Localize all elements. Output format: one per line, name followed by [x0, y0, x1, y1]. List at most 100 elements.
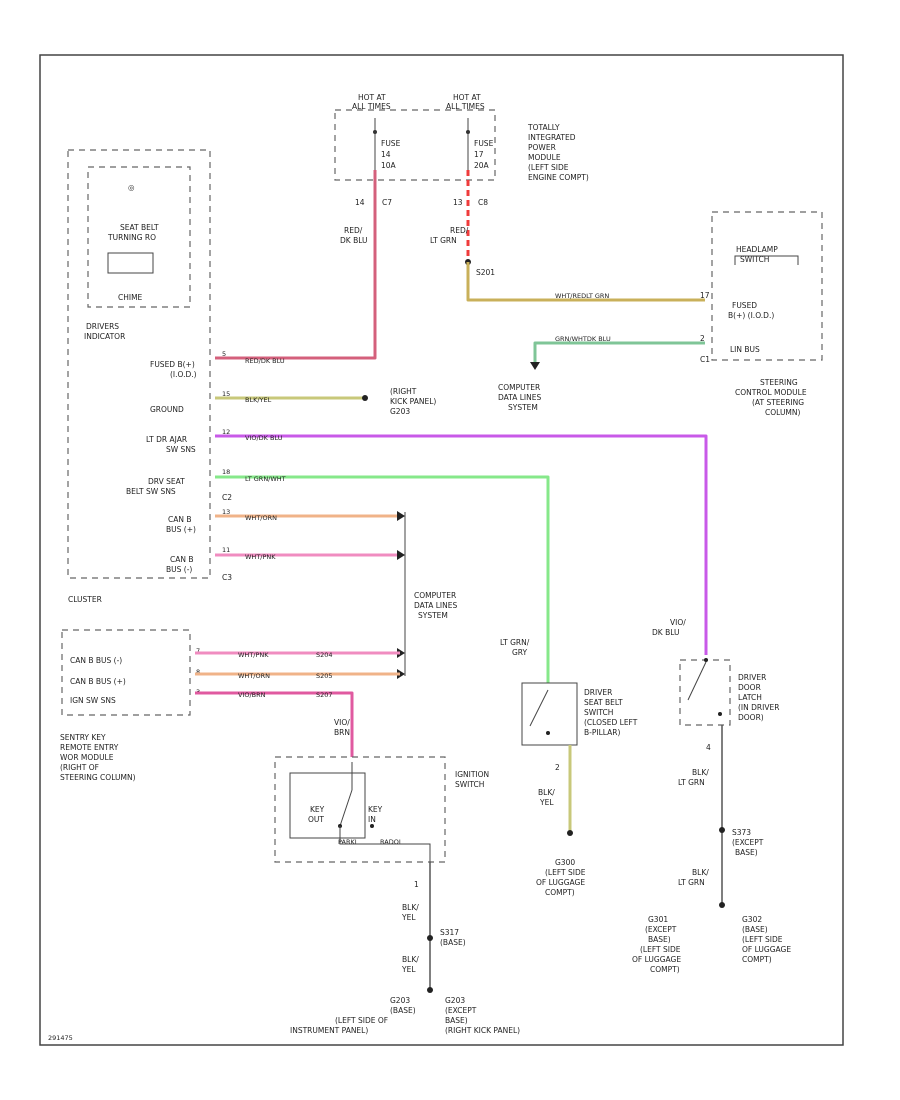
headlamp-bracket [734, 255, 799, 265]
wire-label-wht-pnk: WHT/PNK [245, 553, 276, 561]
seatbelt-switch-box [521, 682, 578, 746]
sentry-pin-3: IGN SW SNS [70, 696, 116, 705]
scm-box [711, 211, 823, 361]
sentry-pin-2: CAN B BUS (+) [70, 677, 126, 686]
door-latch-label: DRIVER DOOR LATCH (IN DRIVER DOOR) [738, 673, 782, 722]
pin-4: 4 [706, 743, 711, 752]
wire-label-blk-yel: BLK/YEL [245, 396, 272, 404]
sentry-pin-1: CAN B BUS (-) [70, 656, 122, 665]
door-latch-node-top [704, 658, 708, 662]
cluster-label: CLUSTER [68, 595, 102, 604]
wire-red-dkblu [215, 170, 377, 360]
wire-label-blk-ltgrn-2: BLK/LT GRN [678, 868, 709, 887]
chime-label: CHIME [118, 293, 143, 302]
splice-s205: S205 [316, 672, 333, 680]
wire-label-vio-dkblu: VIO/DK BLU [245, 434, 283, 442]
wire-label-sentry-brn: VIO/BRN [238, 691, 266, 699]
ignition-key-in-node [370, 824, 374, 828]
wire-grn-whtdkblu [533, 341, 705, 362]
seatbelt-warning-icon: ◎ [128, 183, 135, 192]
seatbelt-switch-label: DRIVER SEAT BELT SWITCH (CLOSED LEFT B-P… [584, 688, 640, 737]
wire-label-ltgrn-wht: LT GRN/WHT [245, 475, 286, 483]
connector-c2: C2 [222, 493, 232, 502]
wire-label-red-ltgrn: RED/LT GRN [430, 226, 469, 245]
pin-num-3: 12 [222, 428, 230, 436]
pin-17: 17 [700, 291, 710, 300]
ground-g301 [719, 902, 725, 908]
door-latch-node-bottom [718, 712, 722, 716]
pin-num-4: 18 [222, 468, 230, 476]
sentry-pinnum-2: 8 [196, 668, 200, 676]
ground-g300 [567, 830, 573, 836]
scm-label: STEERING CONTROL MODULE (AT STEERING COL… [735, 378, 809, 417]
tipm-box [334, 109, 496, 181]
diagram-id: 291475 [48, 1034, 73, 1042]
pin-14: 14 [355, 198, 365, 207]
driver-door-latch: DRIVER DOOR LATCH (IN DRIVER DOOR) [679, 658, 782, 726]
wire-label-blk-yel-2: BLK/YEL [401, 955, 419, 974]
wire-label-sentry-orn: WHT/ORN [238, 672, 270, 680]
pin-num-5: 13 [222, 508, 230, 516]
wire-label-cluster-red: RED/DK BLU [245, 357, 285, 365]
lin-bus-label: LIN BUS [730, 345, 760, 354]
arrow-can-2 [397, 550, 405, 560]
splice-s207: S207 [316, 691, 333, 699]
splice-s373 [719, 827, 725, 833]
cluster-box [67, 149, 211, 579]
door-latch-blade [687, 661, 707, 701]
pin-1: 1 [414, 880, 419, 889]
cluster-pin-2: GROUND [150, 405, 184, 414]
pin-2: 2 [700, 334, 705, 343]
wire-wht-redltgrn [466, 262, 705, 302]
arrow-can-1 [397, 511, 405, 521]
wire-label-blk-yel-1: BLK/YEL [401, 903, 419, 922]
sentry-label: SENTRY KEY REMOTE ENTRY WOR MODULE (RIGH… [60, 733, 136, 782]
connector-c7: C7 [382, 198, 392, 207]
wire-label-blk-ltgrn-1: BLK/LT GRN [678, 768, 709, 787]
g203-except-label: G203 (EXCEPT BASE) (RIGHT KICK PANEL) [445, 996, 520, 1035]
wire-label-grn-whtdkblu: GRN/WHTDK BLU [555, 335, 611, 343]
sentry-box [61, 629, 191, 716]
connector-c8: C8 [478, 198, 488, 207]
g302-label: G302 (BASE) (LEFT SIDE OF LUGGAGE COMPT) [742, 915, 793, 964]
fuse-1-node [373, 130, 377, 134]
seatbelt-switch-blade [529, 689, 549, 727]
splice-s317 [427, 935, 433, 941]
s317-label: S317(BASE) [440, 928, 466, 947]
chime-symbol [107, 252, 154, 274]
arrow-can-4 [397, 669, 405, 679]
ignition-ground-path [339, 826, 431, 862]
connector-c1: C1 [700, 355, 710, 364]
arrow-cdl-1 [530, 362, 540, 370]
sentry-pinnum-1: 7 [196, 647, 200, 655]
wire-label-sentry-pnk: WHT/PNK [238, 651, 269, 659]
pin-num-6: 11 [222, 546, 230, 554]
wire-label-vio-dkblu: VIO/DK BLU [652, 618, 686, 637]
pin-num-2: 15 [222, 390, 230, 398]
connector-c3: C3 [222, 573, 232, 582]
ign-pos-label-1: PARKL [338, 838, 359, 846]
tipm-label: TOTALLY INTEGRATED POWER MODULE (LEFT SI… [527, 123, 589, 182]
cluster-pin-1: FUSED B(+)(I.O.D.) [150, 360, 197, 379]
wire-label-vio-brn: VIO/BRN [334, 718, 350, 737]
